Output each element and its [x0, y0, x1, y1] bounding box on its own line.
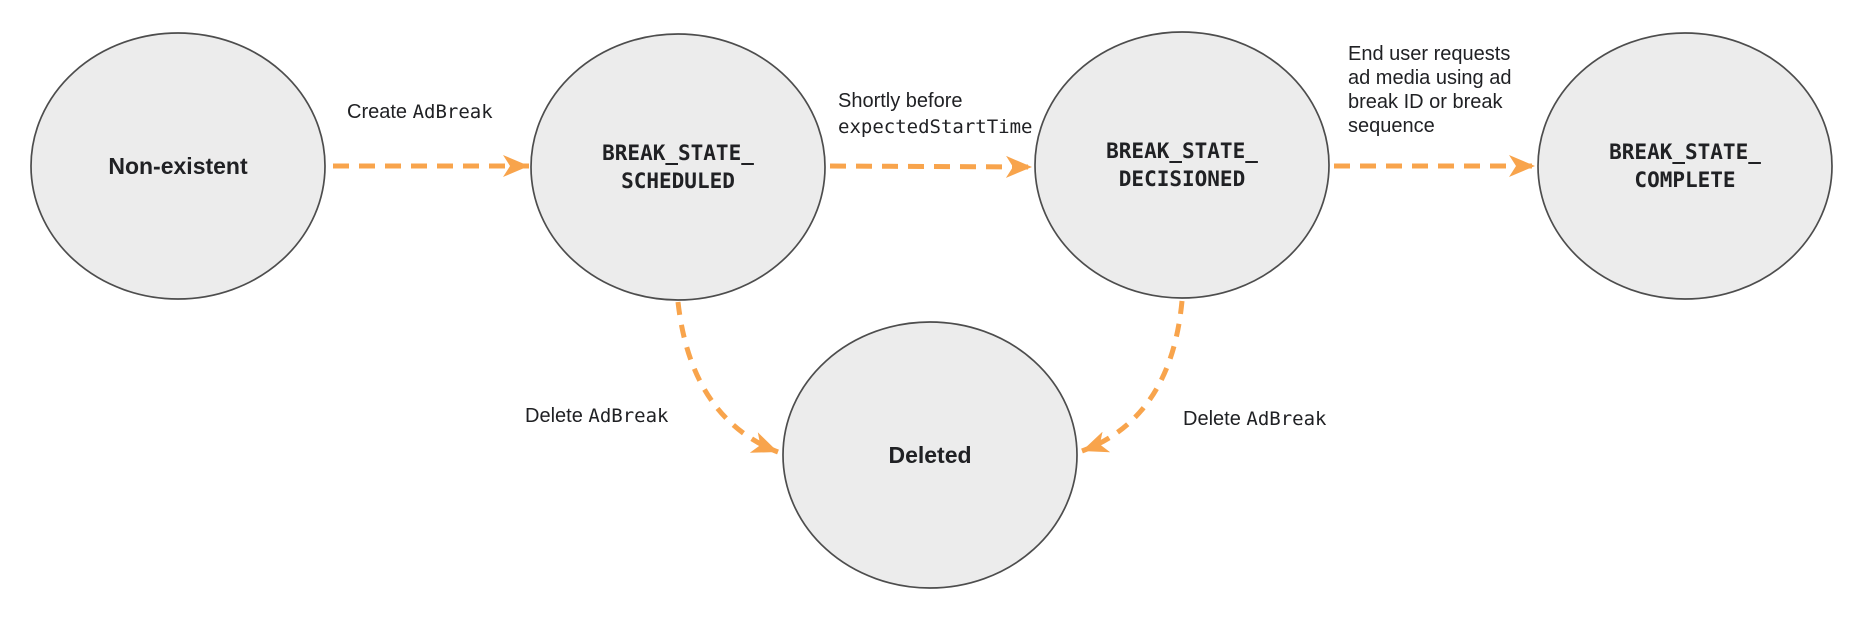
transition-label-text: sequence	[1348, 115, 1435, 137]
state-label-break-state-complete: BREAK_STATE_ COMPLETE	[1609, 140, 1761, 192]
transition-arrow-delete-adbreak-from-decisioned	[1081, 300, 1185, 454]
transition-label-code: expectedStartTime	[838, 116, 1033, 138]
transition-label-text: ad media using ad	[1348, 67, 1512, 89]
state-node-break-state-scheduled	[530, 33, 826, 301]
transition-arrow-delete-adbreak-from-scheduled	[675, 301, 779, 455]
transition-label-delete-adbreak-left: Delete AdBreak	[525, 403, 668, 429]
state-label-break-state-scheduled: BREAK_STATE_ SCHEDULED	[602, 141, 754, 193]
transition-label-text: Shortly before	[838, 90, 963, 112]
transition-label-text: Delete	[525, 405, 589, 427]
transition-label-code: AdBreak	[412, 101, 493, 123]
transition-label-end-user-requests: End user requests ad media using ad brea…	[1348, 42, 1511, 138]
state-label-deleted: Deleted	[888, 442, 972, 468]
transition-label-text: Delete	[1183, 408, 1247, 430]
transition-label-code: AdBreak	[1246, 408, 1327, 430]
transition-label-shortly-before: Shortly before expectedStartTime	[838, 88, 1032, 140]
state-label-break-state-decisioned: BREAK_STATE_ DECISIONED	[1106, 139, 1258, 191]
transition-arrow-shortly-before-expectedstarttime	[829, 155, 1033, 178]
state-label-non-existent: Non-existent	[108, 153, 248, 179]
transition-label-create-adbreak: Create AdBreak	[347, 99, 493, 125]
transition-label-delete-adbreak-right: Delete AdBreak	[1183, 406, 1326, 432]
transition-label-text: Create	[347, 101, 413, 123]
transition-label-text: End user requests	[1348, 43, 1511, 65]
transition-label-text: break ID or break	[1348, 91, 1503, 113]
state-node-deleted	[782, 321, 1078, 589]
transition-label-code: AdBreak	[588, 405, 669, 427]
state-node-break-state-complete	[1537, 32, 1833, 300]
state-node-non-existent	[30, 32, 326, 300]
state-node-break-state-decisioned	[1034, 31, 1330, 299]
